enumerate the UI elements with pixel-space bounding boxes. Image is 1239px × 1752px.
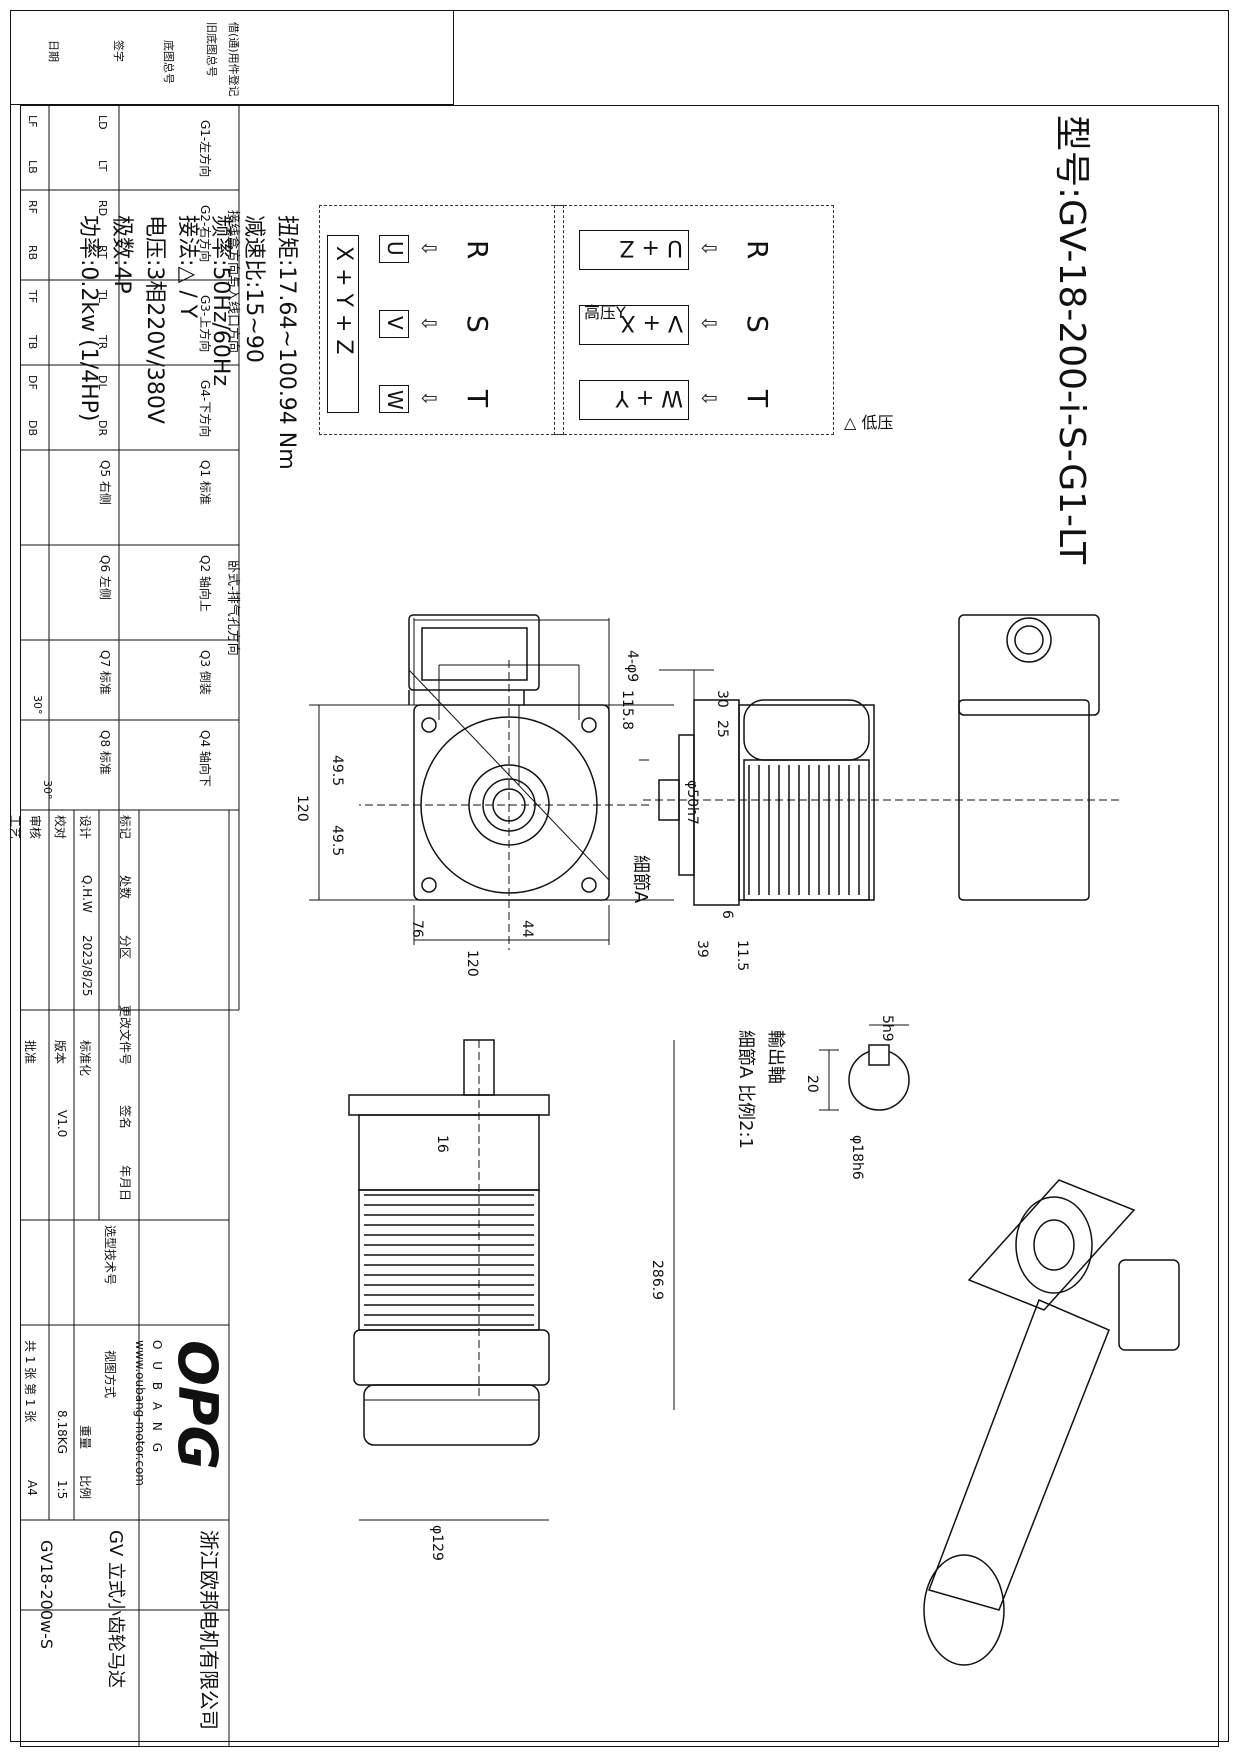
detail-scale-label: 細節A 比例2:1	[735, 1030, 756, 1150]
dim-120-v: 120	[294, 795, 310, 822]
mounting-table-grid	[20, 105, 240, 1747]
designer: Q.H.W	[80, 875, 94, 913]
q4: Q4 轴向下	[198, 730, 212, 787]
dim-76: 76	[409, 920, 425, 938]
dim-39: 39	[694, 940, 710, 958]
detail-a	[819, 1024, 910, 1111]
detail-a-label: 細節A	[630, 855, 651, 904]
row-review: 审核	[28, 815, 42, 840]
dim-286-9: 286.9	[649, 1260, 665, 1301]
code-dl: DL	[96, 375, 109, 390]
g3-header: G3-上方向	[198, 295, 212, 353]
dim-6: 6	[719, 910, 735, 919]
code-lt: LT	[96, 160, 109, 172]
approve: 批准	[23, 1040, 37, 1065]
front-view	[309, 614, 674, 950]
brand-sub: O U B A N G	[150, 1340, 164, 1457]
angle-2: 30°	[41, 780, 54, 800]
row-mark: 标记	[118, 815, 132, 840]
q8: Q8 标准	[98, 730, 112, 775]
code-rt: RT	[96, 245, 109, 259]
iso-view	[923, 1179, 1180, 1666]
code-rb: RB	[26, 245, 39, 261]
g2-header: G2-右方向	[198, 205, 212, 263]
brand-logo: OPG	[166, 1340, 229, 1470]
scale: 1:5	[55, 1480, 69, 1500]
code-dr: DR	[96, 420, 109, 437]
dim-115-8: 115.8	[619, 690, 635, 731]
dim-holes: 4-φ9	[624, 650, 640, 683]
q6: Q6 左侧	[98, 555, 112, 600]
scale-label: 比例	[78, 1475, 92, 1500]
q1: Q1 标准	[198, 460, 212, 505]
col-change: 更改文件号	[118, 1005, 132, 1066]
angle-1: 30°	[31, 695, 44, 715]
q7: Q7 标准	[98, 650, 112, 695]
dim-49-5-a: 49.5	[329, 755, 345, 787]
dim-20: 20	[804, 1075, 820, 1093]
product-name: GV 立式小齿轮马达	[105, 1530, 126, 1688]
top-view	[348, 1039, 675, 1521]
dim-11-5: 11.5	[734, 940, 750, 972]
dim-49-5-b: 49.5	[329, 825, 345, 857]
version: V1.0	[55, 1110, 69, 1138]
row-design: 设计	[78, 815, 92, 840]
code-ld: LD	[96, 115, 109, 130]
date: 2023/8/25	[80, 935, 94, 997]
dim-16: 16	[434, 1135, 450, 1153]
drawing-number: GV18-200w-S	[37, 1540, 56, 1650]
dim-shaft-18: φ18h6	[849, 1135, 865, 1180]
q5: Q5 右侧	[98, 460, 112, 505]
code-tb: TB	[26, 335, 39, 350]
col-sign: 签名	[118, 1105, 132, 1130]
row-check: 校对	[53, 815, 67, 840]
company-name: 浙江欧邦电机有限公司	[197, 1530, 221, 1730]
code-tl: TL	[96, 290, 109, 303]
orient-title: 卧式-排气孔方向	[225, 560, 240, 656]
weight-label: 重量	[78, 1425, 92, 1450]
row-process: 工艺	[8, 815, 22, 840]
code-rd: RD	[96, 200, 109, 217]
code-tr: TR	[96, 335, 109, 350]
code-db: DB	[26, 420, 39, 437]
g1-header: G1-左方向	[198, 120, 212, 178]
website: www.oubang-motor.com	[133, 1340, 147, 1486]
dim-shaft: φ50h7	[684, 780, 700, 825]
view-method: 视图方式	[103, 1350, 117, 1399]
weight: 8.18KG	[55, 1410, 69, 1454]
col-count: 处数	[118, 875, 132, 900]
g4-header: G4-下方向	[198, 380, 212, 438]
code-tf: TF	[26, 290, 39, 304]
sheets: 共 1 张 第 1 张	[23, 1340, 37, 1423]
version-label: 版本	[53, 1040, 67, 1065]
dim-129: φ129	[429, 1525, 445, 1561]
code-lb: LB	[26, 160, 39, 174]
dim-key: 5h9	[879, 1015, 895, 1042]
q2: Q2 轴向上	[198, 555, 212, 612]
output-shaft-label: 輸出軸	[765, 1030, 786, 1084]
standard: 标准化	[78, 1040, 92, 1077]
dim-44: 44	[519, 920, 535, 938]
col-zone: 分区	[118, 935, 132, 960]
code-df: DF	[26, 375, 39, 390]
code-rf: RF	[26, 200, 39, 214]
table-title: 接线盒方向与入线口方向	[225, 210, 240, 354]
dim-25: 25	[714, 720, 730, 738]
code-lf: LF	[26, 115, 39, 128]
selection: 选型技术号	[103, 1225, 117, 1286]
side-view	[509, 614, 1119, 906]
paper-size: A4	[25, 1480, 39, 1496]
col-date: 年月日	[118, 1165, 132, 1202]
q3: Q3 倒装	[198, 650, 212, 695]
dim-30: 30	[714, 690, 730, 708]
dim-120-h: 120	[464, 950, 480, 977]
